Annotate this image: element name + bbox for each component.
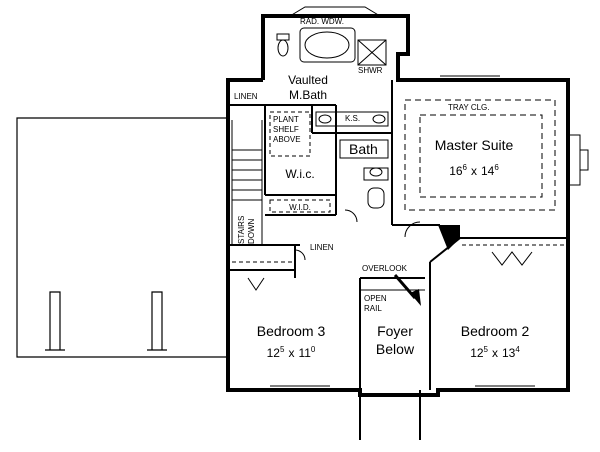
label-down: DOWN: [247, 218, 256, 244]
label-rad-wdw: RAD. WDW.: [300, 17, 344, 26]
label-shelf: SHELF: [273, 125, 299, 134]
label-foyer: Foyer: [377, 323, 413, 339]
label-rail: RAIL: [364, 304, 382, 313]
label-bedroom3: Bedroom 3: [257, 323, 326, 339]
label-bath: Bath: [349, 141, 378, 157]
label-wid: W.I.D.: [289, 203, 311, 212]
label-linen-top: LINEN: [234, 92, 258, 101]
exterior-wall: [226, 14, 570, 397]
garage-door-right: [151, 291, 163, 350]
label-master-suite: Master Suite: [435, 137, 514, 153]
label-wic: W.i.c.: [285, 167, 314, 181]
label-vaulted: Vaulted: [288, 73, 328, 87]
label-overlook: OVERLOOK: [362, 264, 408, 273]
garage-roof-outline: [16, 117, 228, 358]
label-below: Below: [376, 341, 415, 357]
overlook-arrow-icon: [410, 289, 421, 306]
label-ks: K.S.: [345, 114, 360, 123]
corner-wedge: [438, 225, 460, 250]
label-bedroom2: Bedroom 2: [461, 323, 530, 339]
garage-door-left: [49, 291, 61, 350]
label-open: OPEN: [364, 294, 387, 303]
label-mbath: M.Bath: [289, 88, 327, 102]
label-shwr: SHWR: [358, 66, 383, 75]
label-linen-mid: LINEN: [310, 243, 334, 252]
label-tray-clg: TRAY CLG.: [448, 103, 490, 112]
label-stairs: STAIRS: [237, 216, 246, 244]
label-plant: PLANT: [273, 115, 299, 124]
label-above: ABOVE: [273, 135, 301, 144]
